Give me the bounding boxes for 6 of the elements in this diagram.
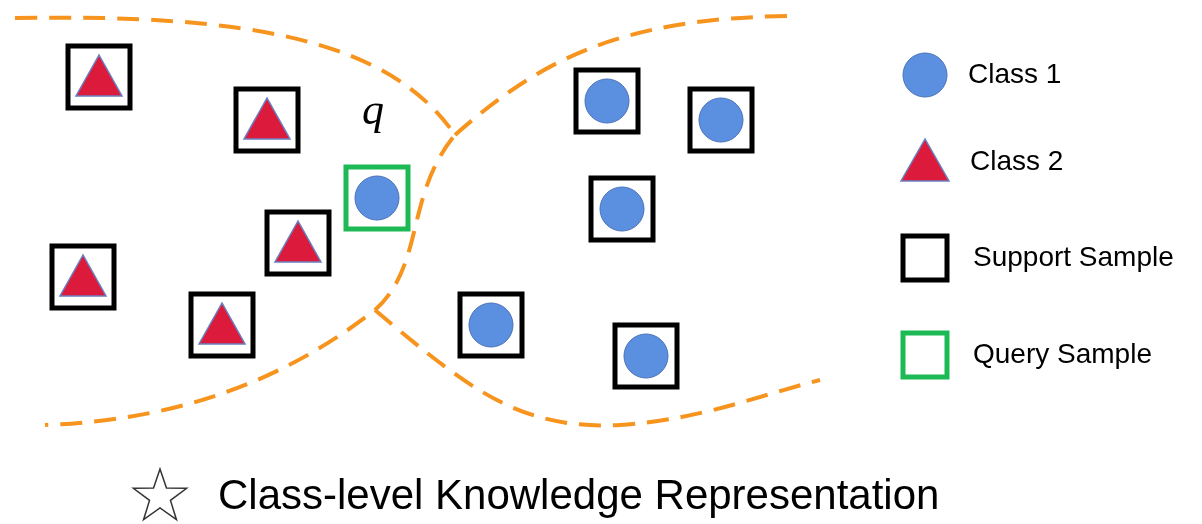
legend-label: Class 1 xyxy=(968,59,1062,88)
legend-label: Query Sample xyxy=(973,339,1152,368)
legend-label: Support Sample xyxy=(973,242,1174,271)
query-label: q xyxy=(362,88,384,132)
legend-label: Class 2 xyxy=(970,146,1064,175)
legend-label: Class-level Knowledge Representation xyxy=(218,473,940,516)
